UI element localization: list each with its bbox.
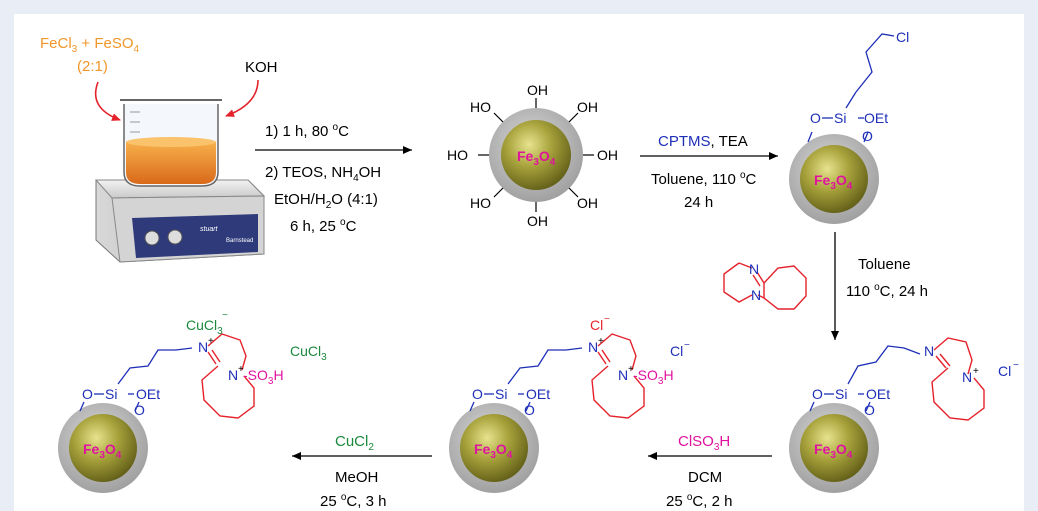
svg-text:CuCl3: CuCl3 — [186, 317, 223, 337]
step2-solvent: Toluene, 110 oC — [651, 170, 757, 188]
hotplate-icon: stuart Barnstead — [94, 179, 266, 263]
svg-text:−: − — [1013, 360, 1019, 371]
step4-reagent: ClSO3H — [678, 433, 730, 453]
svg-text:N: N — [618, 367, 628, 383]
svg-text:OH: OH — [577, 99, 598, 115]
svg-text:Cl: Cl — [896, 29, 909, 45]
svg-text:+: + — [973, 366, 979, 377]
svg-text:Fe3O4: Fe3O4 — [517, 148, 556, 168]
step4-conditions: 25 oC, 2 h — [666, 492, 732, 510]
step3-solvent: Toluene — [858, 256, 911, 273]
ratio-label: (2:1) — [77, 58, 108, 75]
svg-text:OH: OH — [527, 213, 548, 229]
svg-text:OEt: OEt — [866, 386, 890, 402]
svg-text:OEt: OEt — [526, 386, 550, 402]
reagent-label: FeCl3 + FeSO4 (2:1) KOH — [40, 35, 278, 76]
step5-conditions: 25 oC, 3 h — [320, 492, 386, 510]
svg-text:Si: Si — [495, 386, 507, 402]
svg-text:stuart: stuart — [200, 226, 219, 233]
step2-time: 24 h — [684, 194, 713, 211]
svg-text:N: N — [228, 367, 238, 383]
svg-text:O: O — [82, 386, 93, 402]
step1-condition-2: 2) TEOS, NH4OH — [265, 164, 381, 184]
reagent-arrow-left — [94, 81, 121, 121]
svg-text:N: N — [962, 369, 972, 385]
dbu-chloride-nanoparticle: Fe3O4 O Si OEt O N N + Cl − — [789, 337, 1019, 493]
svg-text:Cl: Cl — [670, 343, 683, 359]
cucl3-catalyst-nanoparticle: Fe3O4 O Si OEt O N + N + -SO3H CuCl3 − C… — [58, 310, 327, 493]
svg-text:Cl: Cl — [998, 363, 1011, 379]
svg-text:+: + — [208, 336, 214, 347]
step1-condition-4: 6 h, 25 oC — [290, 217, 357, 235]
step5-reagent: CuCl2 — [335, 433, 374, 453]
step4-solvent: DCM — [688, 469, 722, 486]
svg-text:N: N — [924, 343, 934, 359]
svg-text:FeCl3 + FeSO4: FeCl3 + FeSO4 — [40, 35, 140, 55]
svg-text:-SO3H: -SO3H — [633, 367, 674, 387]
svg-text:N: N — [588, 339, 598, 355]
sulfonated-nanoparticle: Fe3O4 O Si OEt O N + N + -SO3H Cl − Cl − — [449, 314, 690, 493]
svg-text:O: O — [812, 386, 823, 402]
svg-text:Fe3O4: Fe3O4 — [814, 441, 853, 461]
svg-text:O: O — [862, 128, 873, 144]
svg-text:Cl: Cl — [590, 317, 603, 333]
svg-text:−: − — [222, 310, 228, 321]
svg-text:O: O — [472, 386, 483, 402]
step1-condition-3: EtOH/H2O (4:1) — [274, 191, 378, 211]
svg-text:Si: Si — [105, 386, 117, 402]
dbu-n2: N — [751, 287, 761, 303]
svg-text:Fe3O4: Fe3O4 — [474, 441, 513, 461]
svg-text:Si: Si — [835, 386, 847, 402]
svg-text:OEt: OEt — [864, 110, 888, 126]
svg-text:+: + — [628, 364, 634, 375]
svg-text:OH: OH — [527, 82, 548, 98]
svg-text:HO: HO — [470, 99, 491, 115]
svg-text:−: − — [684, 340, 690, 351]
svg-text:Si: Si — [834, 110, 846, 126]
svg-text:Barnstead: Barnstead — [226, 238, 253, 244]
svg-text:OEt: OEt — [136, 386, 160, 402]
svg-text:HO: HO — [447, 147, 468, 163]
svg-text:O: O — [810, 110, 821, 126]
svg-text:Fe3O4: Fe3O4 — [83, 441, 122, 461]
step1-condition-1: 1) 1 h, 80 oC — [265, 122, 349, 140]
svg-text:OH: OH — [597, 147, 618, 163]
svg-text:O: O — [134, 402, 145, 418]
svg-text:OH: OH — [577, 195, 598, 211]
step5-solvent: MeOH — [335, 469, 378, 486]
koh-label: KOH — [245, 59, 278, 76]
svg-text:+: + — [598, 336, 604, 347]
chloropropyl-nanoparticle: Fe3O4 O Si OEt O Cl — [789, 29, 909, 224]
svg-text:O: O — [524, 402, 535, 418]
svg-text:-SO3H: -SO3H — [243, 367, 284, 387]
svg-text:CuCl3: CuCl3 — [290, 343, 327, 363]
dbu-structure — [723, 262, 807, 310]
svg-text:HO: HO — [470, 195, 491, 211]
dbu-n1: N — [749, 261, 759, 277]
svg-text:−: − — [604, 314, 610, 325]
svg-text:N: N — [198, 339, 208, 355]
svg-text:Fe3O4: Fe3O4 — [814, 172, 853, 192]
hydroxyl-nanoparticle: Fe3O4 OH HO OH HO OH HO OH OH — [447, 82, 618, 229]
step3-conditions: 110 oC, 24 h — [846, 282, 928, 300]
step2-reagents: CPTMS, TEA — [658, 133, 748, 150]
svg-text:+: + — [238, 364, 244, 375]
svg-text:O: O — [864, 402, 875, 418]
beaker-icon — [120, 99, 222, 187]
reagent-arrow-right — [225, 79, 259, 117]
